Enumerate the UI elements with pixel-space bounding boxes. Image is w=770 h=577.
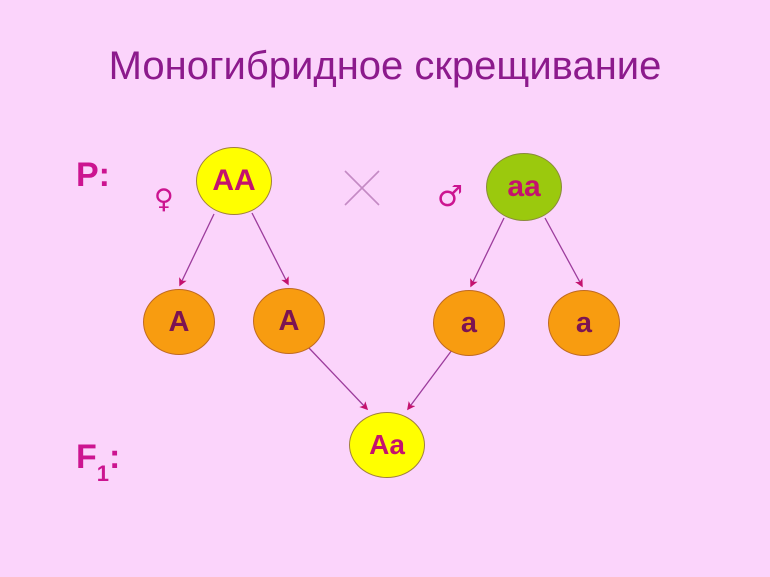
parent-female-genotype-node: AA [196, 147, 272, 215]
gamete-allele-label: A [168, 305, 190, 338]
gamete-node: A [143, 289, 215, 355]
parent-male-genotype-node: aa [486, 153, 562, 221]
gamete-node: a [433, 290, 505, 356]
f1-generation-label: F1: [76, 438, 121, 484]
page-title: Моногибридное скрещивание [108, 44, 662, 88]
gamete-allele-label: a [575, 306, 593, 339]
parent-male-genotype-label: aa [507, 170, 541, 203]
f1-label-subscript: 1 [96, 460, 110, 486]
male-symbol-icon: ♂ [437, 179, 463, 213]
offspring-genotype-label: Aa [369, 429, 405, 460]
gamete-allele-label: a [460, 306, 478, 339]
f1-label-main: F [76, 438, 97, 476]
gamete-node: a [548, 290, 620, 356]
parental-generation-label: P: [76, 156, 110, 194]
gamete-node: A [253, 288, 325, 354]
parent-female-genotype-label: AA [212, 164, 256, 197]
f1-label-colon: : [109, 438, 121, 476]
gamete-allele-label: A [278, 304, 300, 337]
cross-multiplication-icon [344, 170, 380, 206]
female-symbol-icon: ♀ [154, 184, 174, 215]
offspring-genotype-node: Aa [349, 412, 425, 478]
